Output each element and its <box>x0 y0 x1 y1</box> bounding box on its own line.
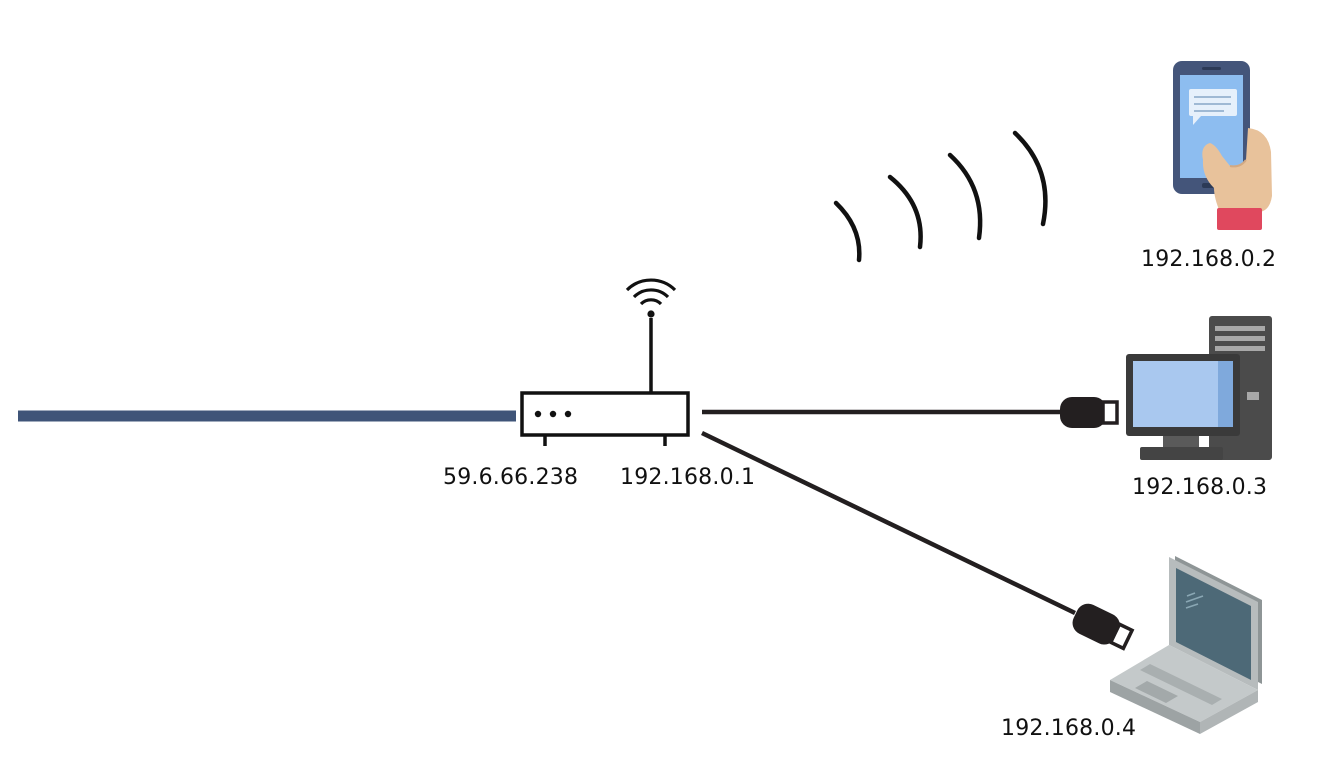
laptop-ip-label: 192.168.0.4 <box>1001 716 1137 741</box>
desktop-computer-icon <box>1126 316 1272 460</box>
desktop-ip-label: 192.168.0.3 <box>1132 475 1268 500</box>
desktop-cable <box>702 397 1119 428</box>
router-icon <box>520 278 690 446</box>
smartphone-in-hand-icon <box>1173 61 1272 230</box>
laptop-cable <box>701 430 1135 651</box>
wan-ip-label: 59.6.66.238 <box>443 465 579 490</box>
phone-ip-label: 192.168.0.2 <box>1141 247 1277 272</box>
router-lan-ip-label: 192.168.0.1 <box>620 465 756 490</box>
laptop-icon <box>1110 556 1262 734</box>
wifi-signal-icon <box>833 130 1048 263</box>
